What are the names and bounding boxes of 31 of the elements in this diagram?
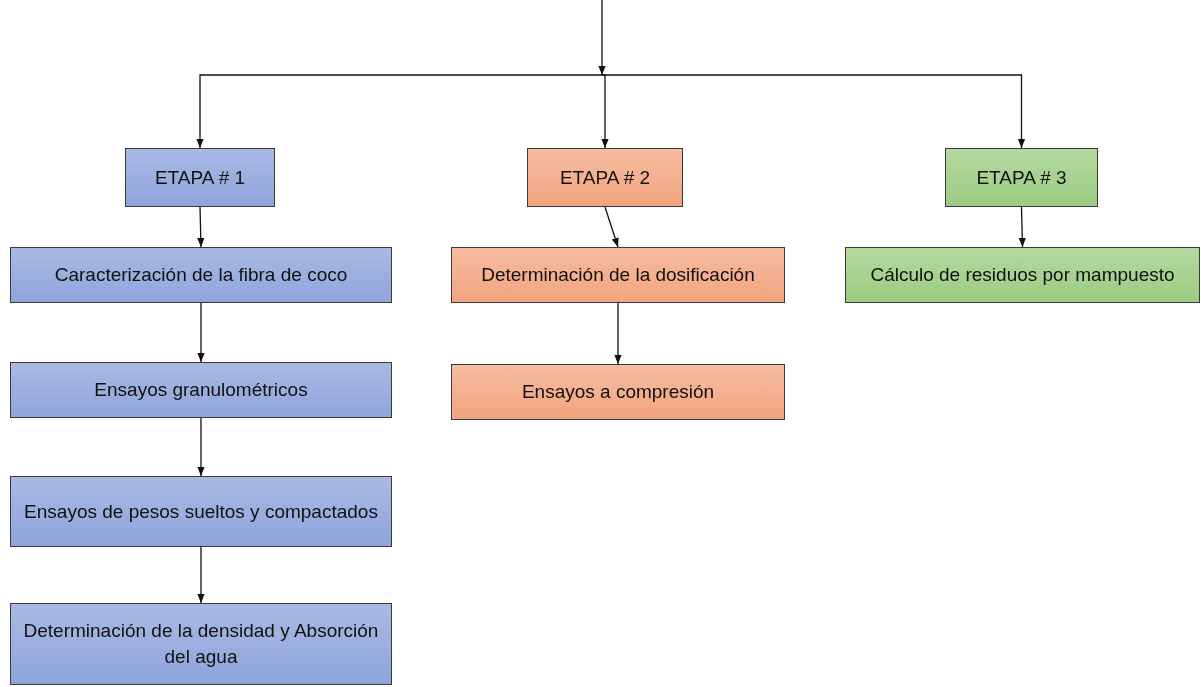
process-box bbox=[125, 148, 275, 207]
branch-arrow bbox=[196, 74, 603, 149]
process-box bbox=[451, 247, 785, 303]
arrow bbox=[1018, 206, 1026, 248]
process-box bbox=[945, 148, 1098, 207]
arrow bbox=[197, 417, 205, 477]
process-box bbox=[527, 148, 683, 207]
box-label: Ensayos a compresión bbox=[521, 380, 715, 405]
box-label: ETAPA # 3 bbox=[976, 165, 1067, 190]
process-box bbox=[10, 476, 392, 547]
arrow bbox=[197, 546, 205, 604]
box-label: ETAPA # 1 bbox=[154, 165, 246, 190]
box-label: Cálculo de residuos por mampuesto bbox=[870, 263, 1175, 288]
arrow bbox=[197, 302, 205, 363]
box-label: Determinación de la dosificación bbox=[481, 263, 755, 288]
box-label: ETAPA # 2 bbox=[559, 165, 651, 190]
arrow bbox=[598, 0, 606, 76]
box-label: Ensayos de pesos sueltos y compactados bbox=[24, 499, 378, 524]
branch-arrow bbox=[601, 74, 609, 149]
arrow bbox=[197, 206, 205, 248]
box-label: Determinación de la densidad y Absorción del agua bbox=[22, 619, 380, 669]
arrow bbox=[614, 302, 622, 365]
process-box bbox=[845, 247, 1200, 303]
process-box bbox=[10, 362, 392, 418]
process-box bbox=[451, 364, 785, 420]
process-box bbox=[10, 603, 392, 685]
branch-arrow bbox=[601, 74, 1026, 149]
box-label: Caracterización de la fibra de coco bbox=[54, 263, 348, 288]
box-label: Ensayos granulométricos bbox=[94, 378, 308, 403]
arrow bbox=[604, 206, 619, 248]
process-box bbox=[10, 247, 392, 303]
